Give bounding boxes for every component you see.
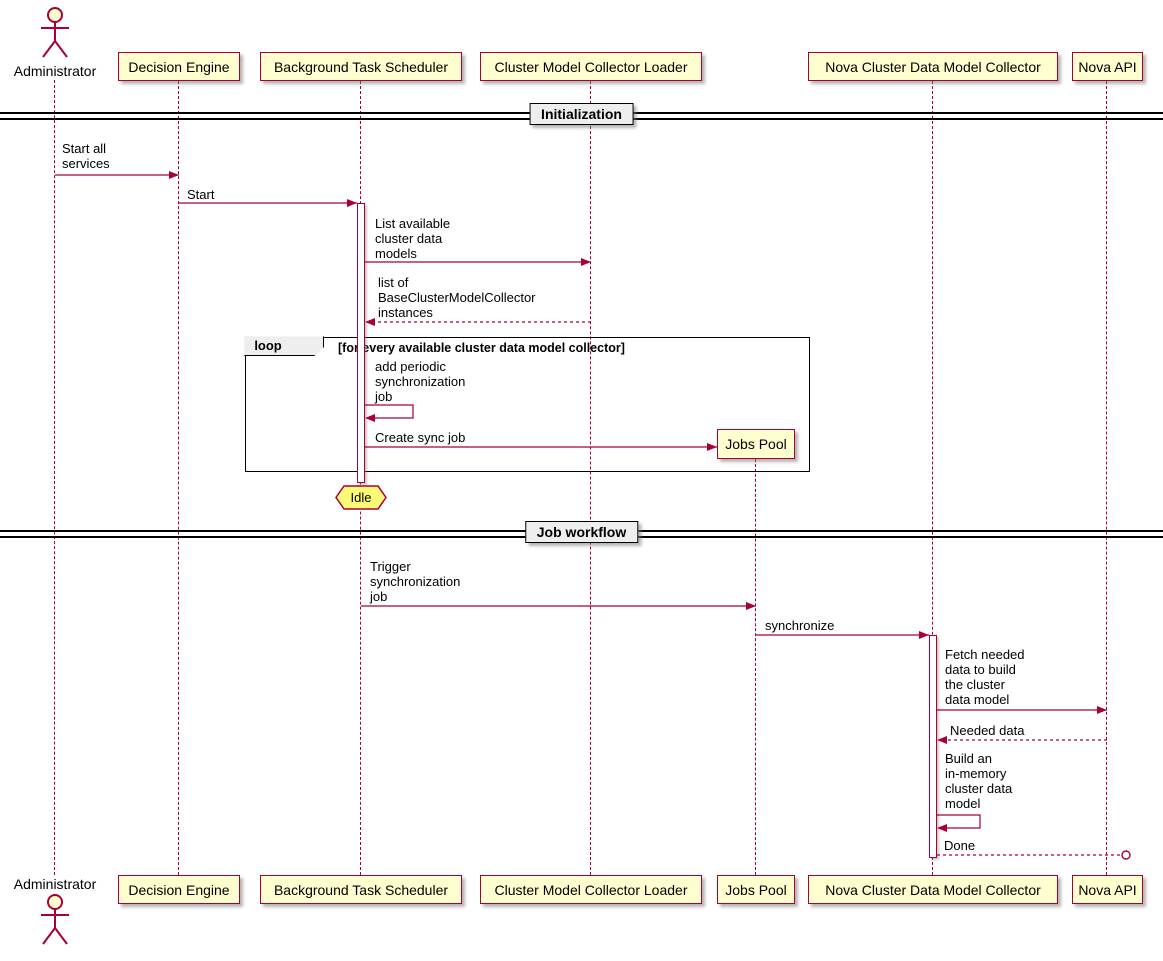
message-start: Start xyxy=(187,187,215,202)
message-list-available: List available cluster data models xyxy=(375,216,451,261)
message-build-model: Build an in-memory cluster data model xyxy=(945,751,1013,811)
divider-label-initialization: Initialization xyxy=(529,103,634,125)
participant-task-scheduler-bottom: Background Task Scheduler xyxy=(260,875,462,904)
activation-task-scheduler xyxy=(357,203,365,483)
participant-decision-engine-top: Decision Engine xyxy=(118,52,240,81)
arrow-start-all-services xyxy=(55,171,179,179)
divider-job-workflow: Job workflow xyxy=(0,521,1163,543)
lifeline-nova-collector xyxy=(932,81,933,875)
participant-administrator-top: Administrator xyxy=(13,63,97,79)
loop-frame: loop [for every available cluster data m… xyxy=(244,336,810,472)
participant-jobs-pool-bottom: Jobs Pool xyxy=(717,875,795,904)
lifeline-collector-loader xyxy=(590,81,591,875)
participant-jobs-pool-created: Jobs Pool xyxy=(717,429,795,459)
message-fetch-needed: Fetch needed data to build the cluster d… xyxy=(945,647,1025,707)
divider-label-job-workflow: Job workflow xyxy=(524,521,639,543)
activation-nova-collector xyxy=(929,635,937,858)
divider-initialization: Initialization xyxy=(0,103,1163,125)
participant-nova-api-bottom: Nova API xyxy=(1072,875,1143,904)
message-list-of-instances: list of BaseClusterModelCollector instan… xyxy=(378,275,536,320)
message-add-periodic: add periodic synchronization job xyxy=(375,359,466,404)
administrator-actor-icon xyxy=(41,7,69,58)
participant-administrator-bottom: Administrator xyxy=(13,876,97,892)
lifeline-decision-engine xyxy=(178,81,179,875)
message-synchronize: synchronize xyxy=(765,618,835,633)
message-trigger-sync: Trigger synchronization job xyxy=(370,559,461,604)
arrow-fetch-needed xyxy=(937,706,1107,714)
lifeline-nova-api xyxy=(1106,81,1107,875)
lifeline-administrator xyxy=(54,80,55,875)
administrator-actor-icon-bottom xyxy=(41,894,69,945)
participant-collector-loader-top: Cluster Model Collector Loader xyxy=(480,52,702,81)
participant-decision-engine-bottom: Decision Engine xyxy=(118,875,240,904)
loop-frame-tab: loop xyxy=(244,336,325,357)
loop-frame-condition: [for every available cluster data model … xyxy=(338,341,625,355)
message-start-all-services: Start all services xyxy=(62,141,110,171)
participant-nova-collector-top: Nova Cluster Data Model Collector xyxy=(808,52,1058,81)
message-done: Done xyxy=(944,838,976,853)
arrow-build-model-self xyxy=(937,814,981,832)
participant-collector-loader-bottom: Cluster Model Collector Loader xyxy=(480,875,702,904)
participant-task-scheduler-top: Background Task Scheduler xyxy=(260,52,462,81)
message-create-sync-job: Create sync job xyxy=(375,430,466,445)
lifeline-jobs-pool xyxy=(755,459,756,875)
participant-nova-api-top: Nova API xyxy=(1072,52,1143,81)
participant-nova-collector-bottom: Nova Cluster Data Model Collector xyxy=(808,875,1058,904)
idle-state-label: Idle xyxy=(350,490,372,505)
message-needed-data: Needed data xyxy=(950,723,1025,738)
